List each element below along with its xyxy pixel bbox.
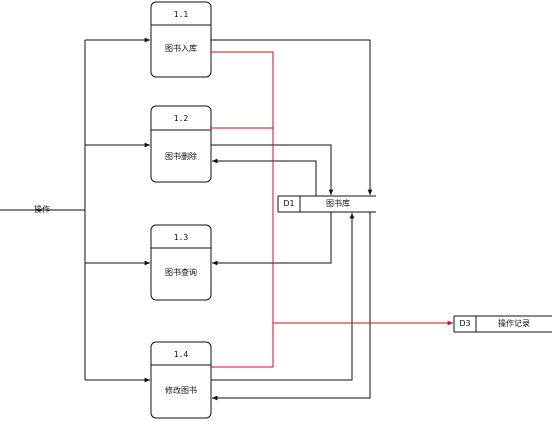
process-1-2 <box>150 105 212 183</box>
store-flows <box>211 39 373 401</box>
process-1-1-name: 图书入库 <box>165 44 197 53</box>
store-d1-name: 图书库 <box>326 199 350 208</box>
log-flows <box>211 51 453 368</box>
process-1-3-id: 1.3 <box>173 233 189 242</box>
process-1-2-name: 图书删除 <box>165 152 197 161</box>
store-d3-id: D3 <box>459 319 471 328</box>
store-d1-id: D1 <box>283 199 295 208</box>
process-1-3 <box>150 224 212 301</box>
process-1-4-name: 修改图书 <box>165 386 197 395</box>
process-1-4-id: 1.4 <box>173 350 189 359</box>
process-1-3-name: 图书查询 <box>165 268 197 277</box>
input-flow <box>0 37 150 383</box>
process-1-1-id: 1.1 <box>173 10 189 19</box>
store-d3 <box>453 315 552 333</box>
process-1-2-id: 1.2 <box>173 114 189 123</box>
store-d3-name: 操作记录 <box>498 319 530 328</box>
input-flow-label: 操作 <box>34 205 50 214</box>
process-1-1 <box>150 1 212 78</box>
store-d1 <box>277 195 376 213</box>
